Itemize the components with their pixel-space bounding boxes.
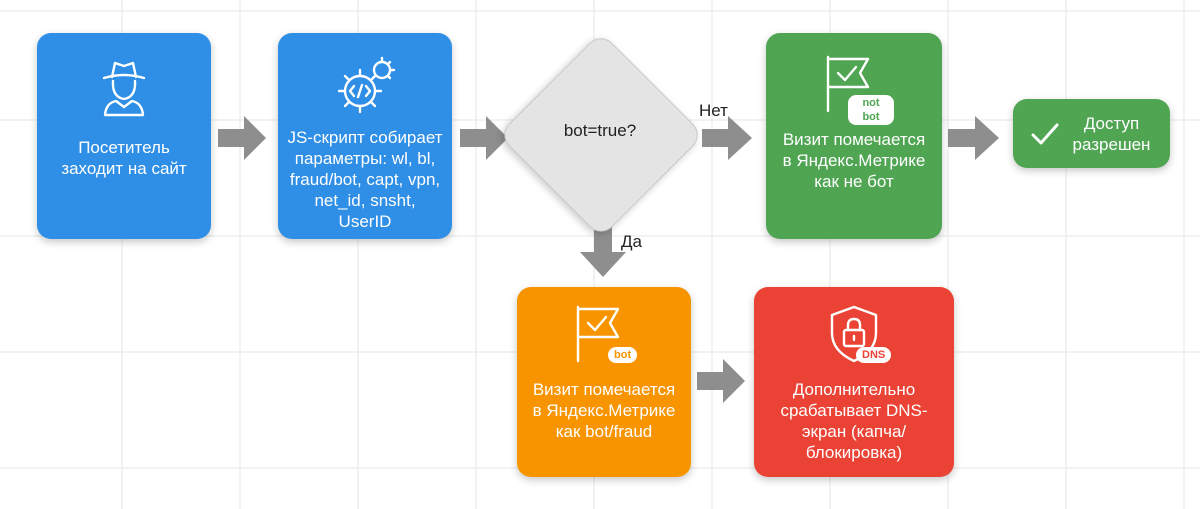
gears-code-icon [337,56,396,114]
flag-check-icon [826,55,870,113]
node-notbot: not bot Визит помечается в Яндекс.Метрик… [766,33,942,239]
bot-icon-wrap: bot [564,303,644,367]
dns-badge: DNS [856,347,892,363]
node-visitor-label: Посетитель заходит на сайт [61,138,187,178]
arrow-notbot-to-allowed [948,116,999,160]
node-allowed: Доступ разрешен [1013,99,1170,168]
spy-icon [102,61,146,117]
node-script-label: JS-скрипт собирает параметры: wl, bl, fr… [287,128,443,231]
edge-label-yes: Да [621,232,642,251]
shield-lock-icon [830,305,878,363]
bot-badge: bot [608,347,638,363]
arrow-script-to-decision [460,116,508,160]
node-allowed-label: Доступ разрешен [1072,113,1151,154]
node-visitor: Посетитель заходит на сайт [37,33,211,239]
arrow-decision-to-bot [580,222,626,277]
notbot-icon-wrap: not bot [814,53,894,125]
node-bot: bot Визит помечается в Яндекс.Метрике ка… [517,287,691,477]
node-notbot-label: Визит помечается в Яндекс.Метрике как не… [782,130,926,191]
flag-check-icon [576,305,620,363]
decision-label: bot=true? [563,121,637,140]
checkmark-icon [1031,123,1058,144]
node-script: JS-скрипт собирает параметры: wl, bl, fr… [278,33,452,239]
arrow-visitor-to-script [218,116,266,160]
arrow-bot-to-dns [697,359,745,403]
node-bot-label: Визит помечается в Яндекс.Метрике как bo… [532,380,676,441]
arrow-decision-to-notbot [702,116,752,160]
notbot-badge: not bot [848,95,894,125]
dns-icon-wrap: DNS [814,303,894,367]
node-dns: DNS Дополнительно срабатывает DNS-экран … [754,287,954,477]
edge-label-no: Нет [699,101,728,120]
node-dns-label: Дополнительно срабатывает DNS-экран (кап… [780,380,928,462]
